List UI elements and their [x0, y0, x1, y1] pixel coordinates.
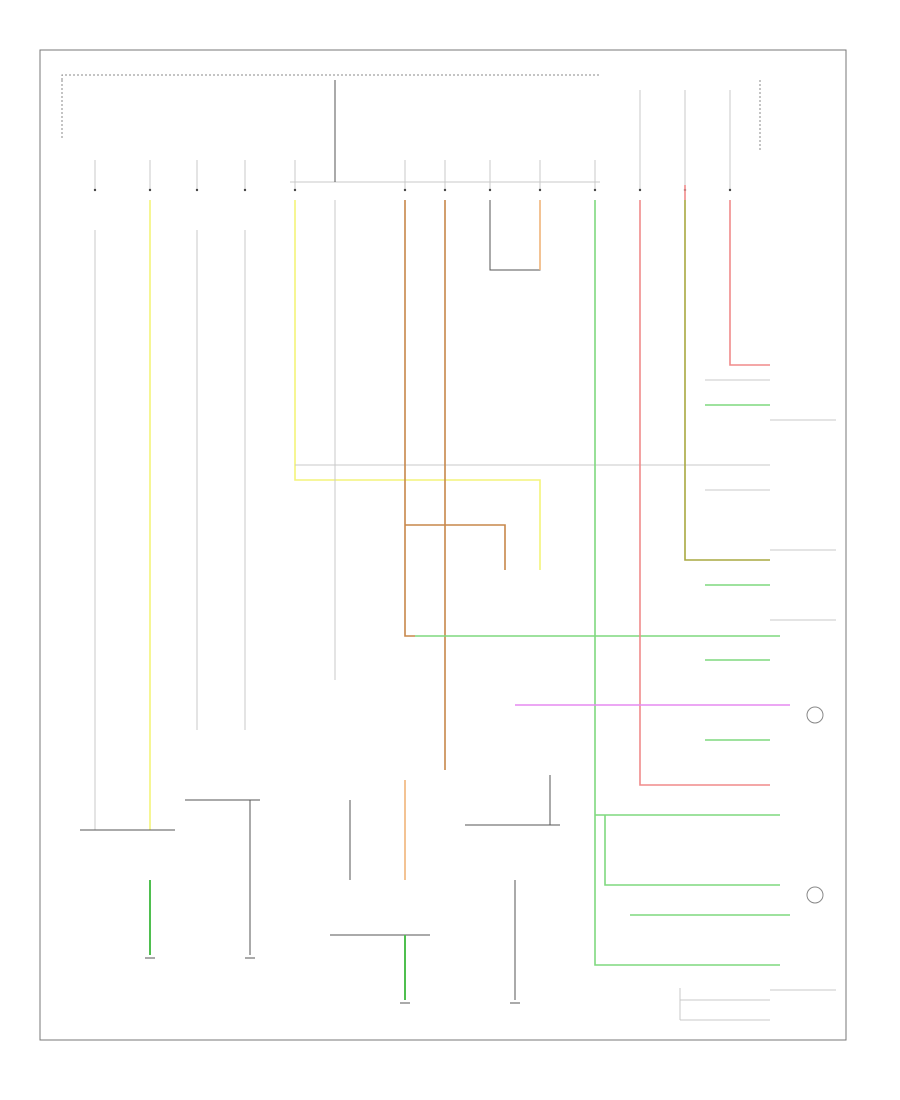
lamp-icon-lower — [806, 886, 824, 904]
wire-red-main — [639, 200, 770, 786]
connector-pins — [93, 188, 732, 192]
wire-orange-branch — [405, 524, 506, 570]
wire-green-lower — [604, 815, 780, 886]
fuse-box-outline — [61, 74, 600, 80]
wire-red-right — [729, 200, 770, 366]
right-dividers — [770, 419, 836, 991]
fuse-stubs — [94, 90, 731, 190]
wire-orange-main — [404, 200, 415, 637]
right-gray-segments — [679, 379, 770, 1021]
ground-symbols — [145, 957, 520, 1004]
lamp-icon — [806, 706, 824, 724]
wire-olive — [684, 200, 770, 561]
wire-switch-loop — [489, 200, 541, 271]
wire-yellow-loop — [294, 200, 541, 570]
wire-green-long — [594, 200, 780, 966]
diagram-border — [39, 49, 847, 1041]
